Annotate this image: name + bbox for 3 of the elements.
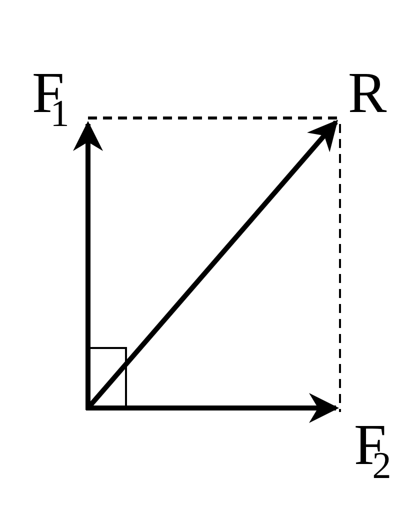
vector-label: F$_{1}$ — [32, 64, 70, 133]
vector-label: R — [348, 64, 387, 122]
vector-label: F$_{2}$ — [354, 416, 392, 485]
